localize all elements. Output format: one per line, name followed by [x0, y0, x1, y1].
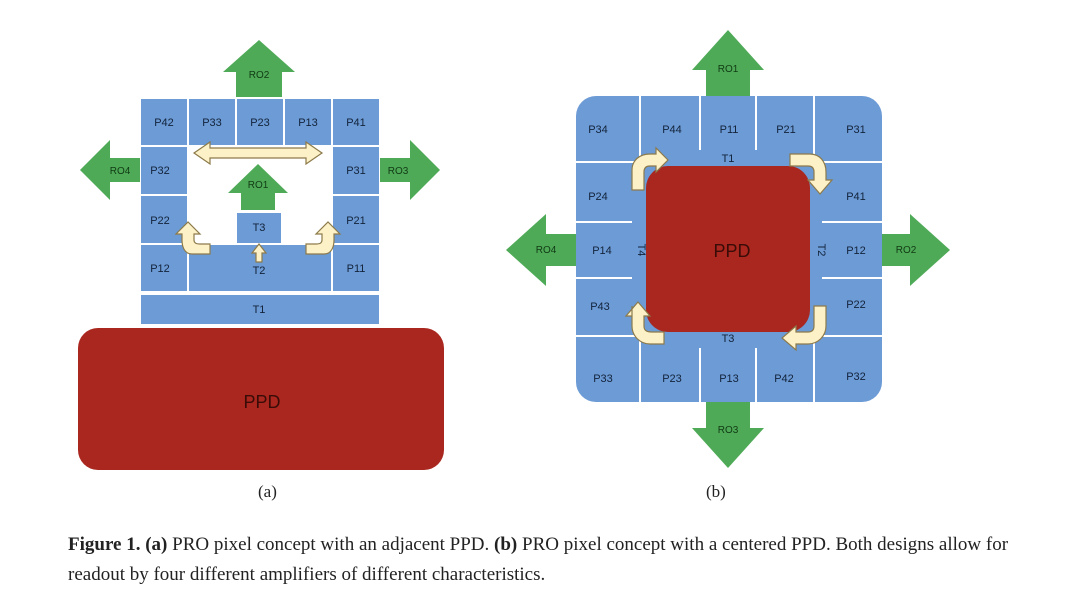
label-b-left-1: P24 — [588, 191, 608, 203]
ppd-b-label: PPD — [713, 241, 750, 261]
caption-a-text: PRO pixel concept with an adjacent PPD. — [167, 534, 495, 555]
label-a-left-1: P32 — [150, 165, 170, 177]
flow-arrow-b-tl — [631, 146, 669, 191]
ro3-b-arrow — [692, 402, 764, 468]
label-b-top-2: P44 — [662, 124, 682, 136]
ro1-inner-arrow — [228, 164, 288, 210]
ro1-label: RO1 — [718, 64, 739, 75]
panel-a: RO2 P42 P33 P23 P13 P41 P32 P22 P12 P31 … — [78, 40, 444, 470]
caption-b-text: PRO pixel concept with a centered PPD. B… — [68, 534, 1009, 585]
ro2-b-arrow — [880, 214, 950, 286]
flow-arrow-b-bl — [624, 301, 665, 345]
label-b-top-4: P21 — [776, 124, 796, 136]
label-a-right-1: P31 — [346, 165, 366, 177]
ppd-b — [646, 166, 810, 332]
ro4-b-arrow — [506, 214, 576, 286]
t2-label: T2 — [253, 265, 266, 277]
flow-arrow-left — [174, 221, 211, 255]
t1-bar — [139, 293, 381, 326]
figure-caption: Figure 1. (a) PRO pixel concept with an … — [68, 530, 1048, 590]
caption-figure-label: Figure 1. — [68, 534, 141, 555]
ppd-a-label: PPD — [243, 392, 280, 412]
t4-b-label: T4 — [635, 244, 647, 257]
label-a-right-2: P21 — [346, 215, 366, 227]
t2-b-label: T2 — [815, 244, 827, 257]
panel-b: RO1 RO3 RO4 RO2 — [506, 30, 950, 468]
label-a-top-5: P41 — [346, 117, 366, 129]
cell-a-left-3 — [139, 243, 189, 293]
cell-a-right-2 — [331, 194, 381, 245]
t3-b-label: T3 — [722, 333, 735, 345]
label-b-right-2: P12 — [846, 245, 866, 257]
flow-arrow-b-tr — [789, 153, 834, 195]
t1-b-label: T1 — [722, 153, 735, 165]
flow-arrow-right — [305, 221, 342, 255]
label-a-top-2: P33 — [202, 117, 222, 129]
caption-a-tag: (a) — [145, 534, 168, 555]
ro3-label: RO3 — [388, 166, 409, 177]
label-a-top-4: P13 — [298, 117, 318, 129]
ro4-label: RO4 — [110, 166, 131, 177]
grid-lines-b — [576, 96, 882, 402]
flow-arrow-up — [250, 243, 268, 263]
ro4-b-label: RO4 — [536, 245, 557, 256]
ro1-inner-label: RO1 — [248, 180, 269, 191]
label-a-top-1: P42 — [154, 117, 174, 129]
ppd-a — [78, 328, 444, 470]
label-b-bottom-1: P33 — [593, 373, 613, 385]
label-b-bottom-3: P13 — [719, 373, 739, 385]
label-b-bottom-2: P23 — [662, 373, 682, 385]
label-b-top-1: P34 — [588, 124, 608, 136]
flow-arrow-b-br — [781, 305, 827, 352]
t1-label: T1 — [253, 304, 266, 316]
ro4-arrow — [80, 140, 140, 200]
t3-label: T3 — [253, 222, 266, 234]
panel-b-label: (b) — [706, 482, 726, 501]
label-a-top-3: P23 — [250, 117, 270, 129]
label-a-left-2: P22 — [150, 215, 170, 227]
label-b-bottom-5: P32 — [846, 371, 866, 383]
ro2-label: RO2 — [249, 70, 270, 81]
label-b-left-3: P43 — [590, 301, 610, 313]
panel-a-label: (a) — [258, 482, 277, 501]
cell-a-right-3 — [331, 243, 381, 293]
ro1-arrow — [692, 30, 764, 98]
label-b-bottom-4: P42 — [774, 373, 794, 385]
label-b-top-3: P11 — [720, 124, 739, 136]
label-b-top-5: P31 — [846, 124, 866, 136]
ro3-arrow — [380, 140, 440, 200]
label-b-right-3: P22 — [846, 299, 866, 311]
cell-a-top-2 — [187, 97, 237, 147]
ro2-b-label: RO2 — [896, 245, 917, 256]
caption-b-tag: (b) — [494, 534, 518, 555]
ro3-b-label: RO3 — [718, 425, 739, 436]
label-b-right-1: P41 — [846, 191, 866, 203]
double-flow-arrow — [192, 140, 324, 166]
cell-a-top-3 — [235, 97, 285, 147]
label-b-left-2: P14 — [592, 245, 612, 257]
ro2-arrow — [223, 40, 295, 98]
label-a-right-3: P11 — [347, 263, 366, 275]
label-a-left-3: P12 — [150, 263, 170, 275]
